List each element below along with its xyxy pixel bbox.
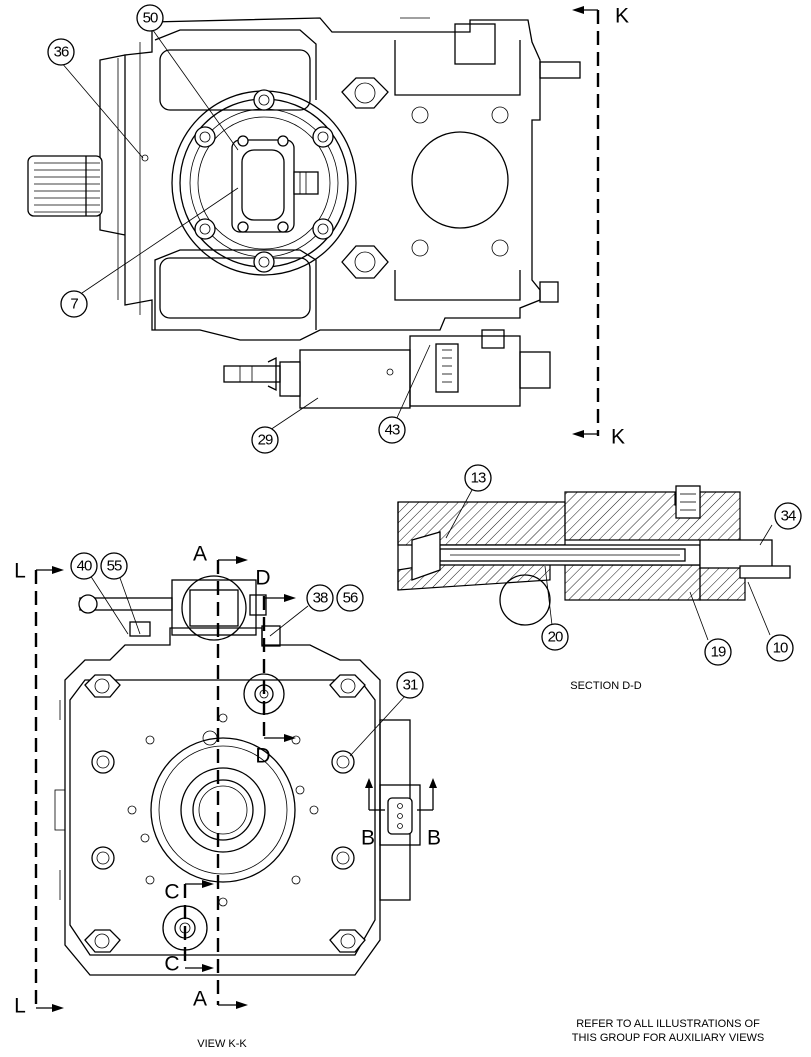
svg-text:40: 40 xyxy=(77,558,92,575)
svg-text:29: 29 xyxy=(258,432,273,449)
callout-36: 36 xyxy=(47,38,75,66)
svg-text:55: 55 xyxy=(107,558,122,575)
splined-shaft xyxy=(27,155,103,217)
callout-19: 19 xyxy=(704,638,732,666)
c-bottom-label: C xyxy=(164,953,179,976)
note-line-2: THIS GROUP FOR AUXILIARY VIEWS xyxy=(572,1032,765,1044)
l-top-label: L xyxy=(14,560,26,583)
k-bottom-label: K xyxy=(611,426,625,449)
callout-34: 34 xyxy=(774,502,802,530)
svg-text:43: 43 xyxy=(385,422,400,439)
view-k-k: B B xyxy=(14,543,441,1051)
svg-text:19: 19 xyxy=(711,644,726,661)
a-top-label: A xyxy=(193,543,207,566)
shaft-flange xyxy=(127,713,319,907)
callout-40: 40 xyxy=(70,552,98,580)
callout-55: 55 xyxy=(100,552,128,580)
view-kk-caption: VIEW K-K xyxy=(197,1038,247,1050)
l-bottom-label: L xyxy=(14,995,26,1018)
control-cover xyxy=(171,89,357,276)
callout-29: 29 xyxy=(251,426,279,454)
callout-50: 50 xyxy=(136,4,164,32)
mounting-bolts xyxy=(84,674,366,953)
section-d-d-view: 13 34 20 19 10 SECTION D-D xyxy=(397,464,802,692)
svg-text:34: 34 xyxy=(781,508,796,525)
section-dd-caption: SECTION D-D xyxy=(570,680,642,692)
svg-text:7: 7 xyxy=(70,296,78,313)
b-right-label: B xyxy=(427,827,441,850)
callout-43: 43 xyxy=(378,416,406,444)
b-left-label: B xyxy=(361,827,375,850)
svg-text:36: 36 xyxy=(54,44,69,61)
solenoid-assembly xyxy=(223,329,551,409)
callout-20: 20 xyxy=(541,623,569,651)
d-bottom-label: D xyxy=(255,745,270,768)
callout-7: 7 xyxy=(60,290,88,318)
a-bottom-label: A xyxy=(193,988,207,1011)
svg-text:56: 56 xyxy=(343,590,358,607)
svg-text:31: 31 xyxy=(403,677,418,694)
callout-38: 38 xyxy=(306,584,334,612)
svg-text:38: 38 xyxy=(313,590,328,607)
callout-31: 31 xyxy=(396,671,424,699)
k-top-label: K xyxy=(615,5,629,28)
c-top-label: C xyxy=(164,881,179,904)
callout-56: 56 xyxy=(336,584,364,612)
callout-10: 10 xyxy=(766,634,794,662)
svg-text:50: 50 xyxy=(143,10,158,27)
svg-text:20: 20 xyxy=(548,629,563,646)
svg-text:13: 13 xyxy=(471,470,486,487)
svg-text:10: 10 xyxy=(773,640,788,657)
callout-13: 13 xyxy=(464,464,492,492)
d-top-label: D xyxy=(255,567,270,590)
note-line-1: REFER TO ALL ILLUSTRATIONS OF xyxy=(576,1018,760,1030)
pump-side-view: K K 50 36 7 29 43 xyxy=(27,4,629,454)
